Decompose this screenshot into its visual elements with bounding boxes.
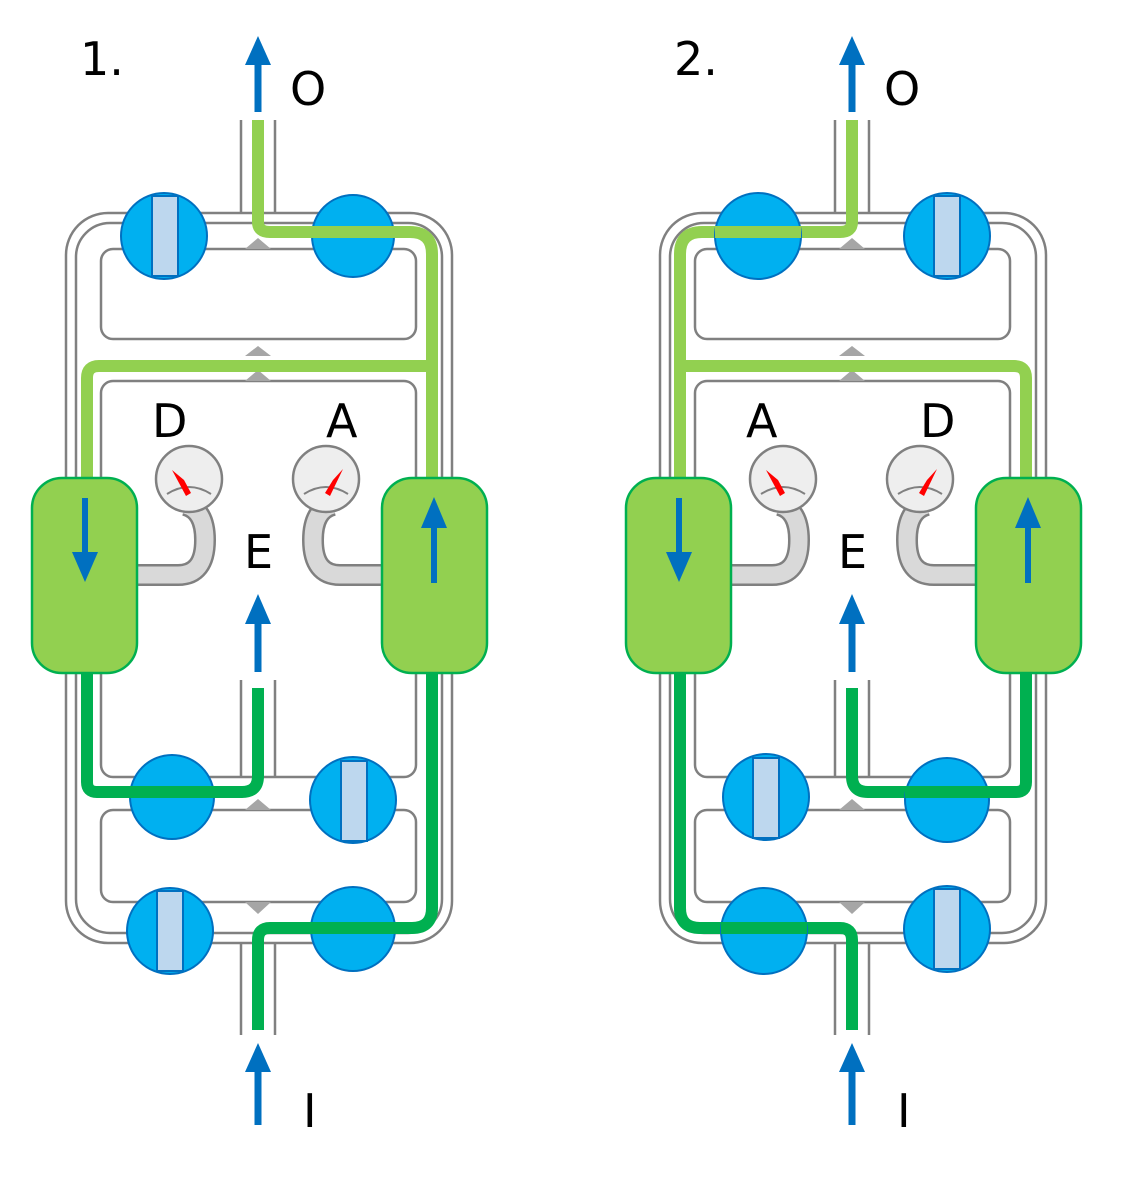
right-tower — [974, 476, 1083, 675]
left-gauge-icon — [154, 444, 224, 514]
inlet-label: I — [897, 1084, 911, 1138]
panel-number: 1. — [80, 32, 124, 86]
gauge-label-right: A — [326, 394, 358, 448]
inlet-flow-line — [81, 668, 438, 1030]
flow-arrows — [245, 36, 271, 1125]
right-tower — [380, 476, 489, 675]
down-arrow-head — [72, 552, 98, 582]
gauge-label-right: D — [920, 394, 955, 448]
panel-1: 1. O D A E I — [30, 32, 489, 1138]
valve-open-icon — [904, 757, 990, 843]
up-arrow-head — [421, 497, 447, 528]
right-gauge-icon — [885, 444, 955, 514]
inlet-flow-line — [674, 668, 1032, 1030]
panel-2: 2. O A D E I — [624, 32, 1083, 1138]
inlet-label: I — [303, 1084, 317, 1138]
check-valves — [245, 238, 271, 914]
left-tower — [624, 476, 733, 675]
outlet-label: O — [290, 62, 326, 116]
outlet-label: O — [884, 62, 920, 116]
right-gauge-icon — [291, 444, 361, 514]
valves — [714, 192, 991, 975]
outlet-flow-line — [81, 120, 438, 490]
exhaust-label: E — [838, 525, 867, 579]
down-arrow-head — [666, 552, 692, 582]
gauge-label-left: A — [746, 394, 778, 448]
up-arrow-head — [1015, 497, 1041, 528]
gauge-label-left: D — [152, 394, 187, 448]
outlet-flow-line — [674, 120, 1032, 490]
left-tower — [30, 476, 139, 675]
left-gauge-icon — [748, 444, 818, 514]
exhaust-label: E — [244, 525, 273, 579]
flow-arrows — [839, 36, 865, 1125]
check-valves — [839, 238, 865, 914]
panel-number: 2. — [674, 32, 718, 86]
